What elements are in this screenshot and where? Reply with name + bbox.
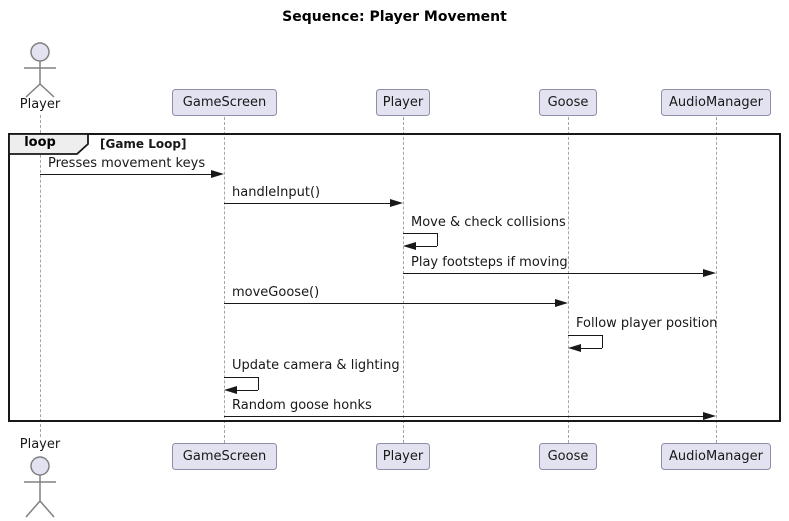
participant-name: AudioManager <box>669 95 763 110</box>
participant-audiomanager-top: AudioManager <box>661 89 771 116</box>
message-arrow-line <box>40 174 211 175</box>
arrowhead-right-icon <box>703 412 716 420</box>
participant-goose-top: Goose <box>539 89 597 116</box>
participant-name: Goose <box>547 449 589 464</box>
message-label: Update camera & lighting <box>232 358 400 373</box>
message-arrow-line <box>224 203 390 204</box>
arrowhead-left-icon <box>568 344 581 352</box>
actor-icon <box>24 42 56 98</box>
message-label: Random goose honks <box>232 398 372 413</box>
actor-label-bottom: Player <box>19 437 61 452</box>
lifeline-actor-player <box>40 115 41 437</box>
message-arrow-line <box>403 273 703 274</box>
self-message-top-line <box>224 377 258 378</box>
self-message-top-line <box>568 335 602 336</box>
arrowhead-right-icon <box>211 170 224 178</box>
message-label: Move & check collisions <box>411 215 566 230</box>
participant-name: AudioManager <box>669 449 763 464</box>
loop-condition: [Game Loop] <box>100 137 187 151</box>
participant-gamescreen-bottom: GameScreen <box>172 443 277 470</box>
message-label: handleInput() <box>232 185 321 200</box>
self-message-side-line <box>258 377 259 390</box>
participant-name: Player <box>382 449 424 464</box>
participant-player-top: Player <box>376 89 430 116</box>
message-label: moveGoose() <box>232 285 320 300</box>
participant-name: Player <box>382 95 424 110</box>
message-arrow-line <box>224 416 703 417</box>
lifeline-goose <box>568 117 569 443</box>
arrowhead-left-icon <box>224 386 237 394</box>
participant-audiomanager-bottom: AudioManager <box>661 443 771 470</box>
arrowhead-right-icon <box>390 199 403 207</box>
participant-goose-bottom: Goose <box>539 443 597 470</box>
diagram-title: Sequence: Player Movement <box>282 9 507 25</box>
actor-label-top: Player <box>19 97 61 112</box>
loop-tab-pentagon <box>8 133 89 155</box>
participant-name: GameScreen <box>182 449 267 464</box>
participant-player-bottom: Player <box>376 443 430 470</box>
arrowhead-right-icon <box>555 299 568 307</box>
lifeline-player <box>403 117 404 443</box>
lifeline-gamescreen <box>224 117 225 443</box>
self-message-side-line <box>437 233 438 246</box>
message-label: Play footsteps if moving <box>411 255 568 270</box>
self-message-top-line <box>403 233 437 234</box>
arrowhead-left-icon <box>403 242 416 250</box>
participant-name: GameScreen <box>182 95 267 110</box>
message-label: Follow player position <box>576 316 718 331</box>
self-message-bottom-line <box>416 246 437 247</box>
self-message-bottom-line <box>237 390 258 391</box>
participant-gamescreen-top: GameScreen <box>172 89 277 116</box>
message-label: Presses movement keys <box>48 156 206 171</box>
lifeline-audiomanager <box>716 117 717 443</box>
loop-frame <box>8 133 781 422</box>
self-message-bottom-line <box>581 348 602 349</box>
participant-name: Goose <box>547 95 589 110</box>
loop-keyword: loop <box>24 135 56 150</box>
self-message-side-line <box>602 335 603 348</box>
message-arrow-line <box>224 303 555 304</box>
arrowhead-right-icon <box>703 269 716 277</box>
actor-icon <box>24 456 56 518</box>
